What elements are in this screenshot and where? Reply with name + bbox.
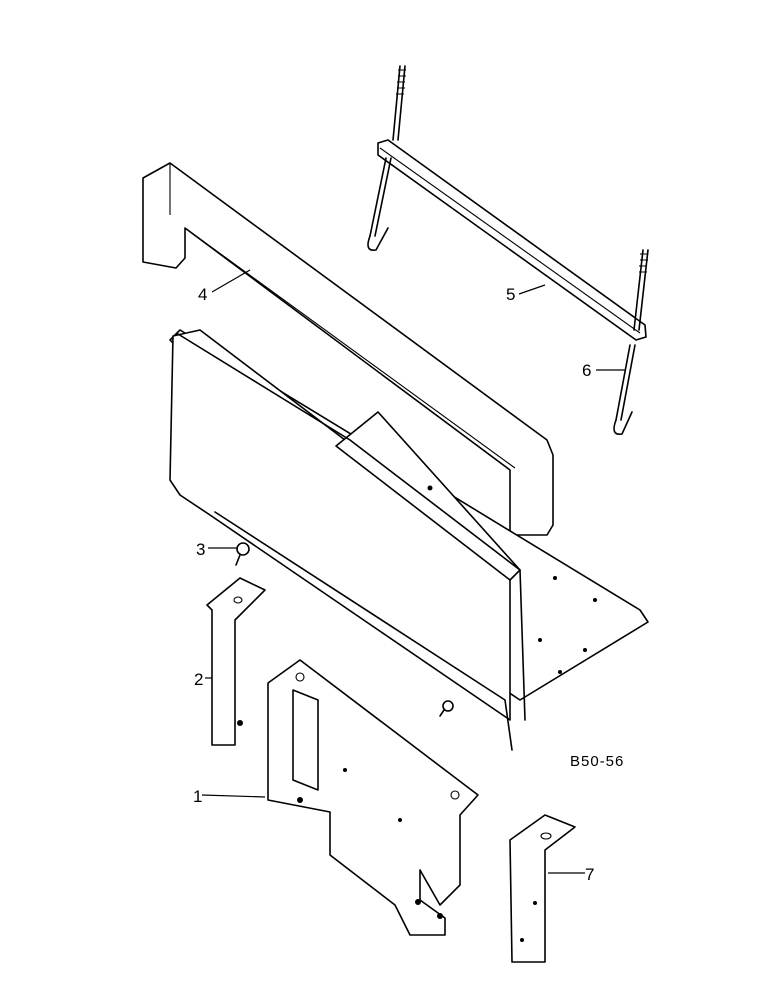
bolt-part: [235, 542, 454, 717]
bracket-left-part: [206, 577, 266, 746]
mounting-plate-part: [267, 659, 479, 936]
hold-down-bar-part: [377, 139, 647, 341]
hook-rod-left-part: [367, 65, 406, 252]
callout-3: 3: [196, 540, 205, 559]
callout-4: 4: [198, 285, 207, 304]
bracket-right-part: [509, 814, 576, 963]
callout-7: 7: [585, 865, 594, 884]
leader-lines: [201, 269, 625, 874]
callout-1: 1: [193, 787, 202, 806]
drawing-code: B50-56: [570, 753, 624, 770]
callout-2: 2: [194, 670, 203, 689]
callout-5: 5: [506, 285, 515, 304]
hook-rod-right-part: [613, 249, 649, 436]
callout-6: 6: [582, 361, 591, 380]
battery-tray-part: [169, 329, 649, 751]
